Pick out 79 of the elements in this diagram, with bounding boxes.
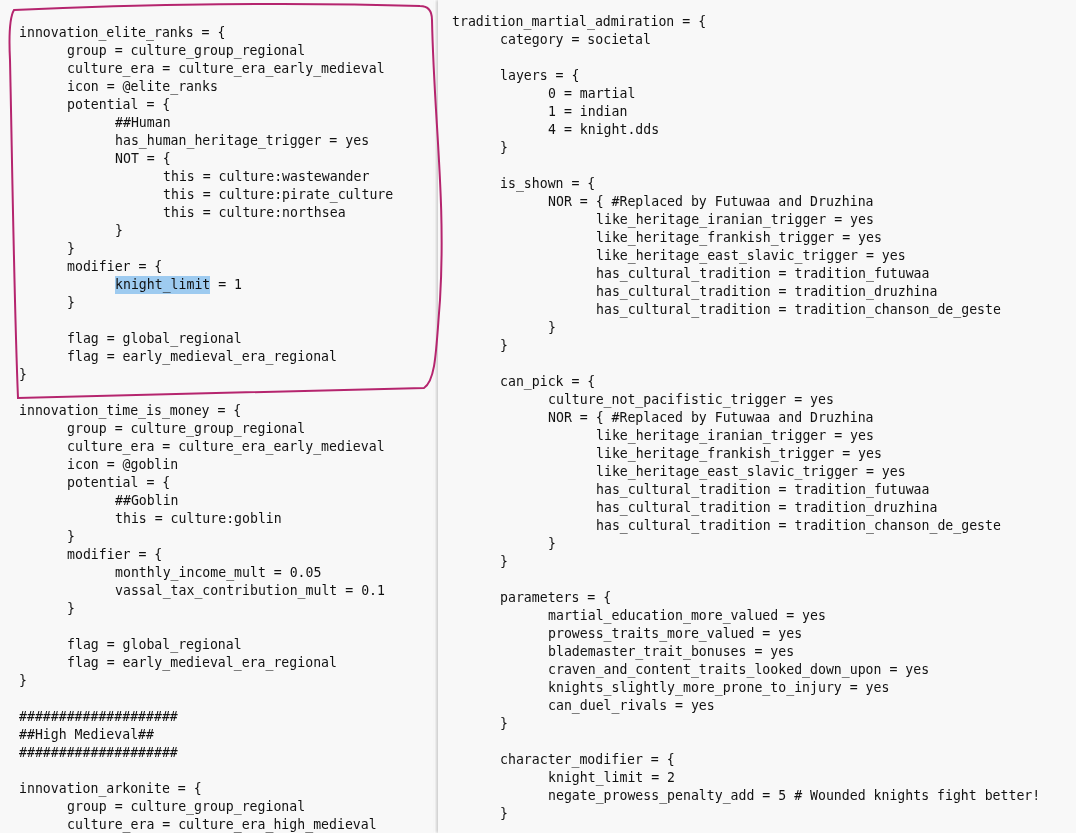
code-line: } [548,319,556,337]
code-line: 1 = indian [548,103,628,121]
code-line: like_heritage_iranian_trigger = yes [596,427,874,445]
code-line: like_heritage_iranian_trigger = yes [596,211,874,229]
code-line: has_cultural_tradition = tradition_druzhina [596,499,938,517]
code-line: } [19,366,27,384]
code-line: flag = early_medieval_era_regional [67,654,337,672]
code-line: craven_and_content_traits_looked_down_upon = yes [548,661,930,679]
code-line: flag = early_medieval_era_regional [67,348,337,366]
code-line: this = culture:wastewander [163,168,370,186]
code-line: has_cultural_tradition = tradition_chanson_de_geste [596,301,1001,319]
code-line: } [67,528,75,546]
code-line: vassal_tax_contribution_mult = 0.1 [115,582,385,600]
code-line: parameters = { [500,589,612,607]
code-line: innovation_elite_ranks = { [19,24,226,42]
code-line: monthly_income_mult = 0.05 [115,564,322,582]
code-line: } [19,672,27,690]
code-line: NOR = { #Replaced by Futuwaa and Druzhina [548,409,874,427]
code-line: knights_slightly_more_prone_to_injury = yes [548,679,890,697]
code-line: has_cultural_tradition = tradition_futuwaa [596,265,930,283]
code-line: } [67,294,75,312]
code-line: martial_education_more_valued = yes [548,607,826,625]
code-line: group = culture_group_regional [67,798,306,816]
code-line: is_shown = { [500,175,596,193]
code-line: ##High Medieval## [19,726,154,744]
code-line: blademaster_trait_bonuses = yes [548,643,795,661]
code-line: modifier = { [67,546,163,564]
code-line: ##Human [115,114,171,132]
code-line: culture_era = culture_era_early_medieval [67,60,385,78]
code-line: group = culture_group_regional [67,42,306,60]
code-line: } [67,240,75,258]
code-line: culture_not_pacifistic_trigger = yes [548,391,834,409]
code-line: innovation_arkonite = { [19,780,202,798]
code-line: group = culture_group_regional [67,420,306,438]
code-line: category = societal [500,31,651,49]
code-line: like_heritage_east_slavic_trigger = yes [596,247,906,265]
code-line: this = culture:pirate_culture [163,186,394,204]
code-line: NOR = { #Replaced by Futuwaa and Druzhina [548,193,874,211]
code-line: like_heritage_frankish_trigger = yes [596,229,882,247]
code-line: } [500,139,508,157]
code-line: 4 = knight.dds [548,121,660,139]
code-line: modifier = { [67,258,163,276]
code-line: icon = @goblin [67,456,179,474]
code-line: potential = { [67,474,171,492]
code-line: 0 = martial [548,85,636,103]
code-line: knight_limit = 2 [548,769,676,787]
code-line: ##Goblin [115,492,179,510]
code-line: like_heritage_frankish_trigger = yes [596,445,882,463]
code-line: #################### [19,708,178,726]
code-line: layers = { [500,67,580,85]
code-line: } [500,805,508,823]
code-line: } [500,715,508,733]
code-line: prowess_traits_more_valued = yes [548,625,803,643]
code-line: has_human_heritage_trigger = yes [115,132,370,150]
code-line: } [548,535,556,553]
code-line: NOT = { [115,150,171,168]
code-line: character_modifier = { [500,751,675,769]
code-line: culture_era = culture_era_early_medieval [67,438,385,456]
code-line: has_cultural_tradition = tradition_chanson_de_geste [596,517,1001,535]
code-line: } [500,337,508,355]
code-line: this = culture:goblin [115,510,282,528]
code-line: culture_era = culture_era_high_medieval [67,816,377,833]
code-line: #################### [19,744,178,762]
code-line: } [67,600,75,618]
code-line: } [500,553,508,571]
code-line: can_pick = { [500,373,596,391]
code-line: innovation_time_is_money = { [19,402,242,420]
code-line: icon = @elite_ranks [67,78,218,96]
code-line: tradition_martial_admiration = { [452,13,707,31]
code-line: flag = global_regional [67,636,242,654]
code-line: this = culture:northsea [163,204,346,222]
code-line: potential = { [67,96,171,114]
code-line: like_heritage_east_slavic_trigger = yes [596,463,906,481]
code-line: can_duel_rivals = yes [548,697,715,715]
code-line: has_cultural_tradition = tradition_druzhina [596,283,938,301]
code-line: has_cultural_tradition = tradition_futuwaa [596,481,930,499]
code-line: } [115,222,123,240]
code-line: negate_prowess_penalty_add = 5 # Wounded knights fight better! [548,787,1041,805]
code-line: flag = global_regional [67,330,242,348]
